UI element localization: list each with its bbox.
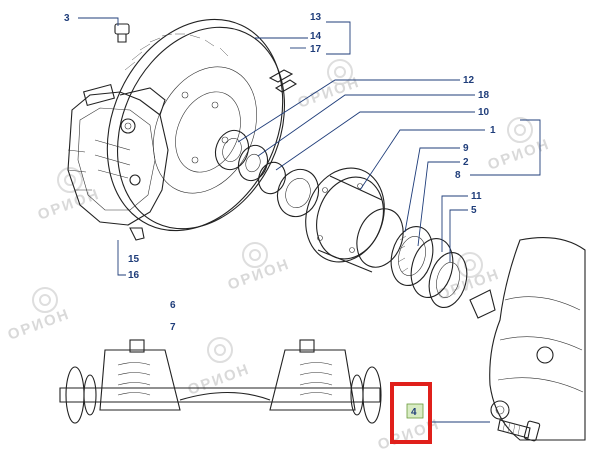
watermark-gear-icon [57,167,83,193]
callout-9: 9 [463,143,469,154]
bolt-part-3 [114,23,130,43]
callout-18: 18 [478,90,490,101]
callout-8: 8 [455,170,461,181]
watermark-gear-icon [507,117,533,143]
brake-disc [106,18,286,232]
callout-2: 2 [463,157,469,168]
leader-lines [78,17,541,423]
callout-6: 6 [170,300,176,311]
callout-17: 17 [310,44,322,55]
bearing-seal-set [390,226,468,308]
brake-caliper [67,83,169,241]
callout-3: 3 [64,13,70,24]
callout-7: 7 [170,322,176,333]
callout-15: 15 [128,254,140,265]
watermark-text: ОРИОН [376,416,443,454]
watermark-text: ОРИОН [226,256,293,294]
axle-assembly [59,339,382,424]
bearing-stack [214,129,320,218]
watermark-gear-icon [207,337,233,363]
wheel-hub [305,167,404,273]
watermark-gear-icon [242,242,268,268]
callout-4: 4 [411,407,417,418]
steering-knuckle [469,237,586,441]
callout-11: 11 [471,191,482,202]
callout-1: 1 [490,125,496,136]
watermark-layer: ОРИОН ОРИОН ОРИОН ОРИОН ОРИОН ОРИОН ОРИО… [6,59,552,454]
callout-12: 12 [463,75,475,86]
callout-labels: 3 13 14 17 12 18 10 1 9 2 8 11 5 15 16 6… [64,12,496,418]
clip-part-17 [268,69,298,93]
callout-14: 14 [310,31,322,42]
callout-16: 16 [128,270,140,281]
bolt-part-4 [497,419,541,442]
highlight-box-part-4 [390,382,432,444]
watermark-gear-icon [457,252,483,278]
callout-5: 5 [471,205,477,216]
callout-10: 10 [478,107,490,118]
watermark-gear-icon [327,59,353,85]
watermark-gear-icon [32,287,58,313]
callout-13: 13 [310,12,322,23]
